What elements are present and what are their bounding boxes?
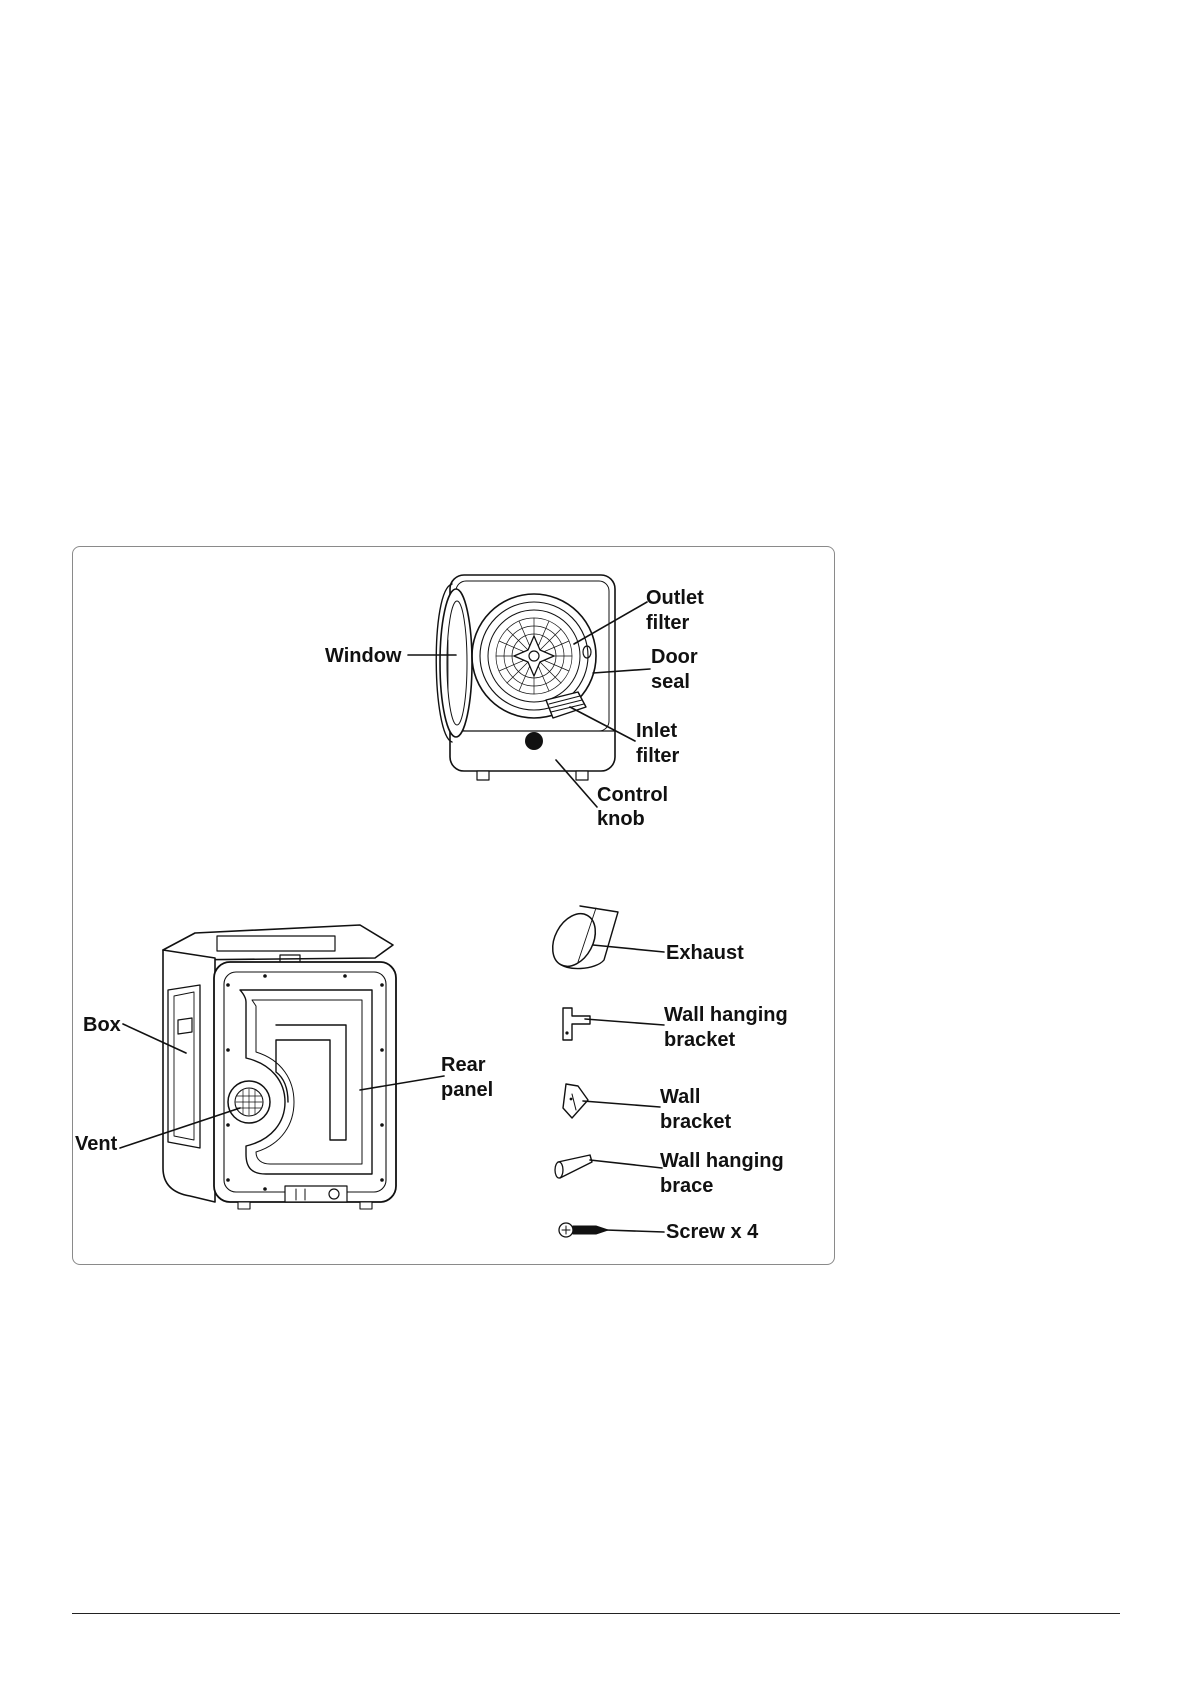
footer-rule: [72, 1613, 1120, 1614]
label-door-seal-line1: Door: [651, 646, 698, 668]
label-control-knob-line2: knob: [597, 808, 645, 830]
label-wall-bracket-line2: bracket: [660, 1111, 731, 1133]
label-window: Window: [325, 645, 402, 667]
label-wall-hanging-bracket-line2: bracket: [664, 1029, 735, 1051]
label-box: Box: [83, 1014, 121, 1036]
exhaust-part: [544, 906, 664, 974]
label-outlet-filter-line2: filter: [646, 612, 690, 634]
label-rear-panel-line2: panel: [441, 1079, 493, 1101]
wall-hanging-brace-part: [555, 1155, 662, 1178]
label-exhaust: Exhaust: [666, 942, 744, 964]
label-wall-hanging-brace-line2: brace: [660, 1175, 713, 1197]
label-wall-hanging-bracket-line1: Wall hanging: [664, 1004, 788, 1026]
label-control-knob-line1: Control: [597, 784, 668, 806]
dryer-rear-view: [163, 925, 396, 1209]
label-screw: Screw x 4: [666, 1221, 759, 1243]
label-inlet-filter-line1: Inlet: [636, 720, 677, 742]
label-rear-panel-line1: Rear: [441, 1054, 486, 1076]
dryer-front-view: [436, 575, 615, 780]
label-inlet-filter-line2: filter: [636, 745, 680, 767]
label-vent: Vent: [75, 1133, 118, 1155]
label-door-seal-line2: seal: [651, 671, 690, 693]
screw-part: [559, 1223, 664, 1237]
label-wall-bracket-line1: Wall: [660, 1086, 700, 1108]
wall-hanging-bracket-part: [563, 1008, 664, 1040]
wall-bracket-part: [563, 1084, 660, 1118]
vent-part: [228, 1081, 270, 1123]
control-knob-part: [525, 732, 543, 750]
label-outlet-filter-line1: Outlet: [646, 587, 704, 609]
label-wall-hanging-brace-line1: Wall hanging: [660, 1150, 784, 1172]
